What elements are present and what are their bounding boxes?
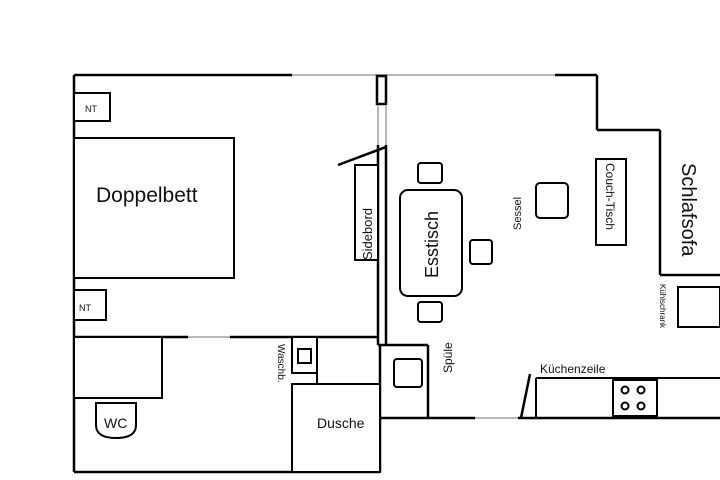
partition-door-swing <box>337 145 387 167</box>
shower <box>291 383 381 473</box>
kitchen-door-swing <box>519 373 532 419</box>
stove-burner-1 <box>620 385 630 395</box>
wc-label: WC <box>104 415 127 431</box>
double-bed-label: Doppelbett <box>96 184 198 207</box>
dining-table-label: Esstisch <box>422 211 442 278</box>
dining-table <box>399 189 463 297</box>
stove-burner-2 <box>636 385 646 395</box>
bedroom-furniture <box>73 92 235 321</box>
double-bed <box>73 137 235 279</box>
stove-burner-4 <box>636 401 646 411</box>
bathtub-cabinet <box>73 336 163 399</box>
chair-right <box>469 239 493 265</box>
stove <box>612 379 658 417</box>
nightstand-top-label: NT <box>85 104 97 114</box>
kitchen-label: Küchenzeile <box>540 362 606 376</box>
sideboard <box>354 164 379 261</box>
washbasin-label: Waschb. <box>275 344 286 383</box>
living-furniture <box>354 158 720 328</box>
armchair <box>535 182 569 219</box>
sideboard-label: Sidebord <box>360 208 375 260</box>
fridge-label: Kühlschrank <box>658 284 667 329</box>
wc-toilet <box>95 402 137 440</box>
sink-label: Spüle <box>441 342 455 373</box>
washbasin <box>291 336 318 374</box>
sofa-bed-label: Schlafsofa <box>677 163 699 257</box>
nightstand-bottom-label: NT <box>79 303 91 313</box>
kitchen-fixtures <box>393 358 720 418</box>
shower-label: Dusche <box>317 415 365 431</box>
washbasin-bowl <box>297 348 312 364</box>
fridge <box>677 286 720 328</box>
armchair-label: Sessel <box>512 197 524 230</box>
coffee-table <box>595 158 627 246</box>
nightstand-bottom <box>73 289 107 321</box>
partition-post <box>375 74 388 106</box>
coffee-table-label: Couch-Tisch <box>603 163 617 230</box>
chair-bottom <box>417 301 443 323</box>
stove-burner-3 <box>620 401 630 411</box>
bathroom-fixtures <box>73 336 381 473</box>
nightstand-top <box>73 92 111 122</box>
chair-top <box>417 162 443 184</box>
sink <box>393 358 423 388</box>
